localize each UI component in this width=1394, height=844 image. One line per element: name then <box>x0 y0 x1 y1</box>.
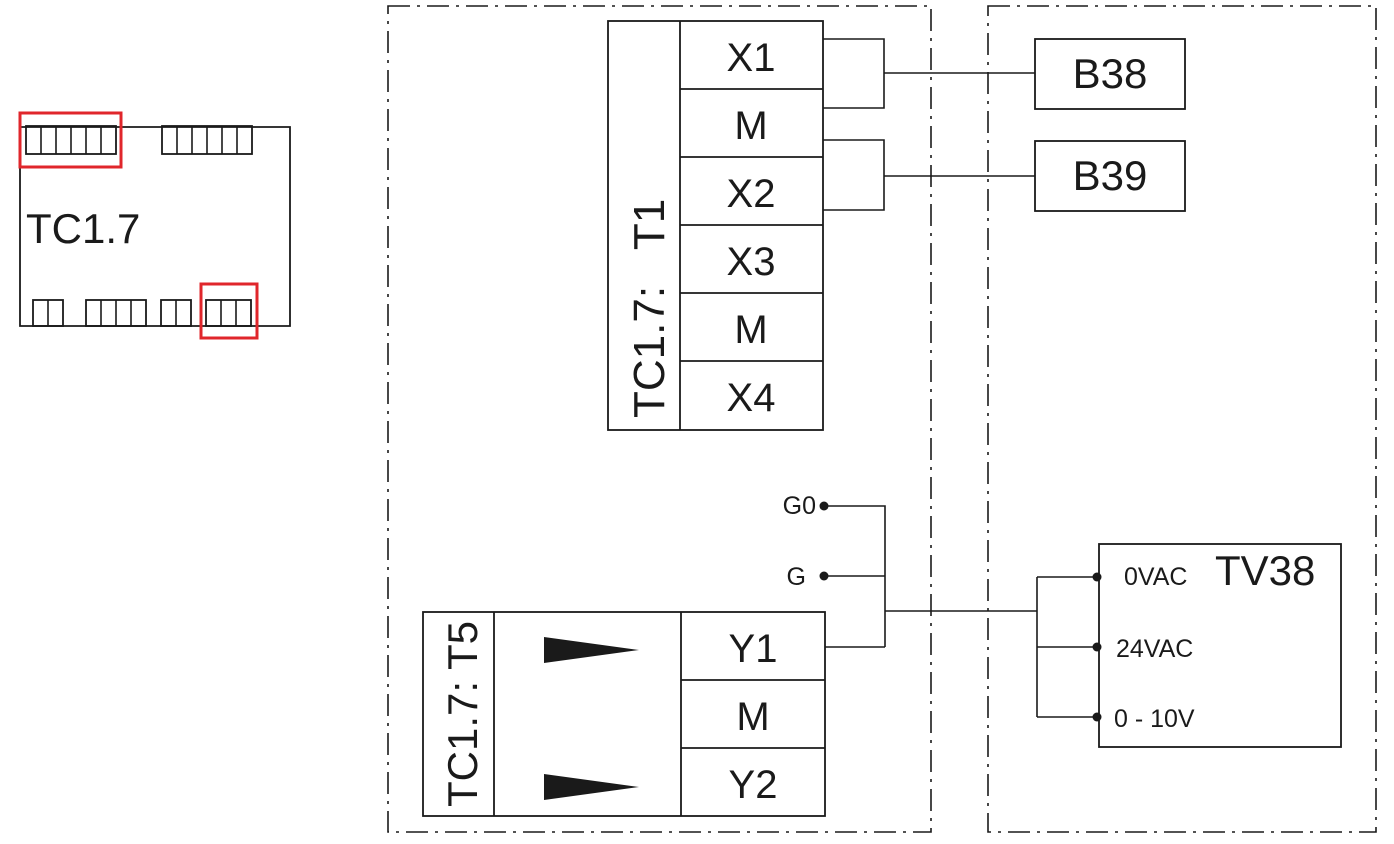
actuator-title: TV38 <box>1215 547 1315 594</box>
wire-b38 <box>823 38 1035 109</box>
connector-top-left <box>25 125 117 155</box>
t5-block-title: TC1.7: T5 <box>439 621 486 807</box>
supply-g-label: G <box>787 563 806 591</box>
actuator-tv38: TV38 0VAC 24VAC 0 - 10V <box>1036 543 1342 748</box>
controller-enclosure <box>387 5 932 833</box>
field-enclosure <box>987 5 1377 833</box>
terminal-m: M <box>734 104 767 148</box>
connector-bottom-3 <box>160 299 192 327</box>
controller-overview: TC1.7 <box>18 111 291 340</box>
wire-b39 <box>823 139 1035 211</box>
connector-bottom-4 <box>205 299 252 327</box>
pin-0vac-dot <box>1092 572 1102 582</box>
output-arrow-y2-icon <box>544 774 639 800</box>
terminal-x3: X3 <box>727 240 776 284</box>
pin-0vac-label: 0VAC <box>1124 563 1187 591</box>
t1-terminal-block: TC1.7: T1 X1 M X2 X3 M X4 <box>607 20 824 431</box>
sensor-b39: B39 <box>1034 140 1186 212</box>
t5-terminal-block: TC1.7: T5 Y1 M Y2 <box>422 611 826 817</box>
terminal-m: M <box>734 308 767 352</box>
terminal-x1: X1 <box>727 36 776 80</box>
terminal-m: M <box>736 695 769 739</box>
terminal-x4: X4 <box>727 376 776 420</box>
pin-24vac-label: 24VAC <box>1116 635 1193 663</box>
highlight-t5 <box>199 282 259 340</box>
connector-top-right <box>161 125 253 155</box>
pin-0-10v-label: 0 - 10V <box>1114 705 1195 733</box>
sensor-b38-label: B38 <box>1073 50 1148 97</box>
connector-bottom-1 <box>32 299 64 327</box>
controller-label: TC1.7 <box>26 205 140 252</box>
wire-actuator <box>1036 576 1097 718</box>
output-arrow-y1-icon <box>544 637 639 663</box>
terminal-y2: Y2 <box>729 763 778 807</box>
sensor-b38: B38 <box>1034 38 1186 110</box>
terminal-y1: Y1 <box>729 627 778 671</box>
wire-supply <box>824 505 1037 648</box>
supply-g0-label: G0 <box>783 492 816 520</box>
pin-0-10v-dot <box>1092 712 1102 722</box>
connector-bottom-2 <box>85 299 147 327</box>
t1-block-title: TC1.7: T1 <box>625 199 674 418</box>
highlight-t1 <box>18 111 123 169</box>
terminal-x2: X2 <box>727 172 776 216</box>
supply-terminals: G0 G <box>783 492 1037 648</box>
sensor-b39-label: B39 <box>1073 152 1148 199</box>
pin-24vac-dot <box>1092 642 1102 652</box>
